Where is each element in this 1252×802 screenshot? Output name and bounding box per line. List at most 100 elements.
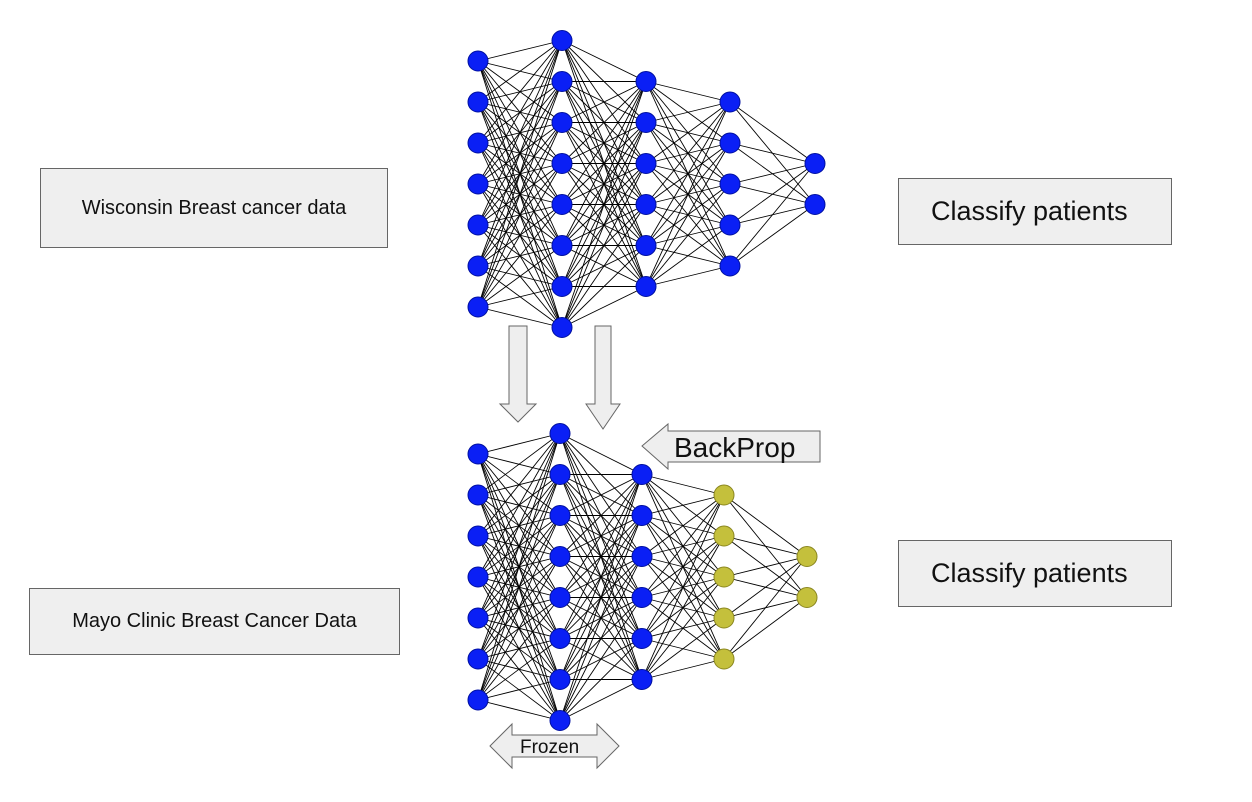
bottom-node-l3-3 <box>713 607 735 629</box>
target-network-nodes <box>467 423 818 731</box>
bottom-node-l3-4 <box>713 648 735 670</box>
bottom-edge-l0-4-0 <box>477 433 561 619</box>
bottom-edge-l1-4-0 <box>559 474 643 598</box>
bottom-edge-l2-5-4 <box>641 658 725 680</box>
top-node-l1-6 <box>551 276 573 297</box>
bottom-node-l3-2 <box>713 566 735 588</box>
top-edge-l2-5-3 <box>645 224 731 287</box>
bottom-node-l2-2 <box>631 546 653 567</box>
top-edge-l0-6-2 <box>477 122 563 308</box>
top-edge-l3-2-0 <box>729 163 816 185</box>
top-edge-l0-1-0 <box>477 40 563 103</box>
top-edge-l3-3-0 <box>729 163 816 226</box>
bottom-edge-l2-3-0 <box>641 494 725 598</box>
top-edge-l2-5-0 <box>645 101 731 287</box>
bottom-edge-l3-1-0 <box>723 535 808 557</box>
bottom-edge-l0-1-0 <box>477 433 561 496</box>
bottom-edge-l1-7-0 <box>559 474 643 721</box>
backprop-arrow <box>641 422 821 471</box>
top-edge-l2-5-1 <box>645 142 731 287</box>
bottom-edge-l0-6-7 <box>477 699 561 721</box>
bottom-edge-l1-2-0 <box>559 474 643 516</box>
top-edge-l2-2-0 <box>645 101 731 164</box>
bottom-node-l2-1 <box>631 505 653 526</box>
top-node-l0-0 <box>467 50 489 72</box>
bottom-output-label: Classify patients <box>931 558 1128 588</box>
target-dataset-label: Mayo Clinic Breast Cancer Data <box>72 610 357 632</box>
top-edge-l2-0-0 <box>645 81 731 103</box>
bottom-node-l1-3 <box>549 546 571 567</box>
top-node-l1-1 <box>551 71 573 92</box>
bottom-edge-l2-5-0 <box>641 494 725 680</box>
bottom-node-l4-0 <box>796 546 818 567</box>
bottom-node-l2-4 <box>631 628 653 649</box>
transfer-arrow-left <box>498 325 538 423</box>
bottom-edge-l1-0-0 <box>559 433 643 475</box>
bottom-node-l0-5 <box>467 648 489 670</box>
top-edge-l1-7-4 <box>561 245 647 328</box>
target-network <box>467 423 818 731</box>
bottom-edge-l0-6-5 <box>477 638 561 701</box>
bottom-node-l1-0 <box>549 423 571 444</box>
top-edge-l3-4-1 <box>729 204 816 267</box>
bottom-edge-l0-2-0 <box>477 433 561 537</box>
top-edge-l2-5-4 <box>645 265 731 287</box>
bottom-edge-l1-7-4 <box>559 638 643 721</box>
top-edge-l2-5-2 <box>645 183 731 287</box>
bottom-edge-l3-4-0 <box>723 556 808 660</box>
bottom-edge-l1-5-0 <box>559 474 643 639</box>
bottom-edge-l0-6-0 <box>477 433 561 701</box>
frozen-arrow <box>489 722 620 770</box>
bottom-node-l3-0 <box>713 484 735 506</box>
bottom-node-l0-3 <box>467 566 489 588</box>
top-edge-l1-4-0 <box>561 81 647 205</box>
top-edge-l1-7-5 <box>561 286 647 328</box>
top-node-l1-0 <box>551 30 573 51</box>
top-node-l1-2 <box>551 112 573 133</box>
top-edge-l1-3-0 <box>561 81 647 164</box>
bottom-edge-l3-2-0 <box>723 556 808 578</box>
top-node-l2-2 <box>635 153 657 174</box>
bottom-edge-l0-5-0 <box>477 433 561 660</box>
transfer-arrow-right <box>585 325 621 430</box>
target-dataset-box: Mayo Clinic Breast Cancer Data <box>29 588 400 655</box>
bottom-node-l0-1 <box>467 484 489 506</box>
bottom-edge-l1-7-3 <box>559 597 643 721</box>
top-edge-l1-7-0 <box>561 81 647 328</box>
top-node-l3-1 <box>719 132 741 154</box>
top-output-box: Classify patients <box>898 178 1172 245</box>
top-edge-l3-1-0 <box>729 142 816 164</box>
bottom-edge-l3-0-0 <box>723 494 808 557</box>
bottom-edge-l1-7-1 <box>559 515 643 721</box>
bottom-node-l1-5 <box>549 628 571 649</box>
source-network-nodes <box>467 30 826 338</box>
bottom-node-l2-3 <box>631 587 653 608</box>
top-node-l0-6 <box>467 296 489 318</box>
top-edge-l2-4-0 <box>645 101 731 246</box>
top-output-label: Classify patients <box>931 196 1128 226</box>
top-node-l3-3 <box>719 214 741 236</box>
source-network <box>467 30 826 338</box>
top-node-l0-1 <box>467 91 489 113</box>
top-edge-l0-3-0 <box>477 40 563 185</box>
bottom-edge-l2-5-3 <box>641 617 725 680</box>
bottom-output-box: Classify patients <box>898 540 1172 607</box>
top-edge-l0-6-5 <box>477 245 563 308</box>
bottom-node-l1-7 <box>549 710 571 731</box>
top-node-l1-3 <box>551 153 573 174</box>
top-edge-l0-6-6 <box>477 286 563 308</box>
bottom-node-l2-5 <box>631 669 653 690</box>
top-node-l0-4 <box>467 214 489 236</box>
top-edge-l0-0-0 <box>477 40 563 62</box>
bottom-edge-l0-6-4 <box>477 597 561 701</box>
bottom-edge-l2-0-0 <box>641 474 725 496</box>
bottom-edge-l2-5-2 <box>641 576 725 680</box>
top-edge-l0-4-0 <box>477 40 563 226</box>
bottom-edge-l0-6-3 <box>477 556 561 701</box>
bottom-node-l1-6 <box>549 669 571 690</box>
top-node-l2-0 <box>635 71 657 92</box>
top-edge-l2-1-0 <box>645 101 731 123</box>
bottom-node-l2-0 <box>631 464 653 485</box>
top-edge-l0-2-0 <box>477 40 563 144</box>
